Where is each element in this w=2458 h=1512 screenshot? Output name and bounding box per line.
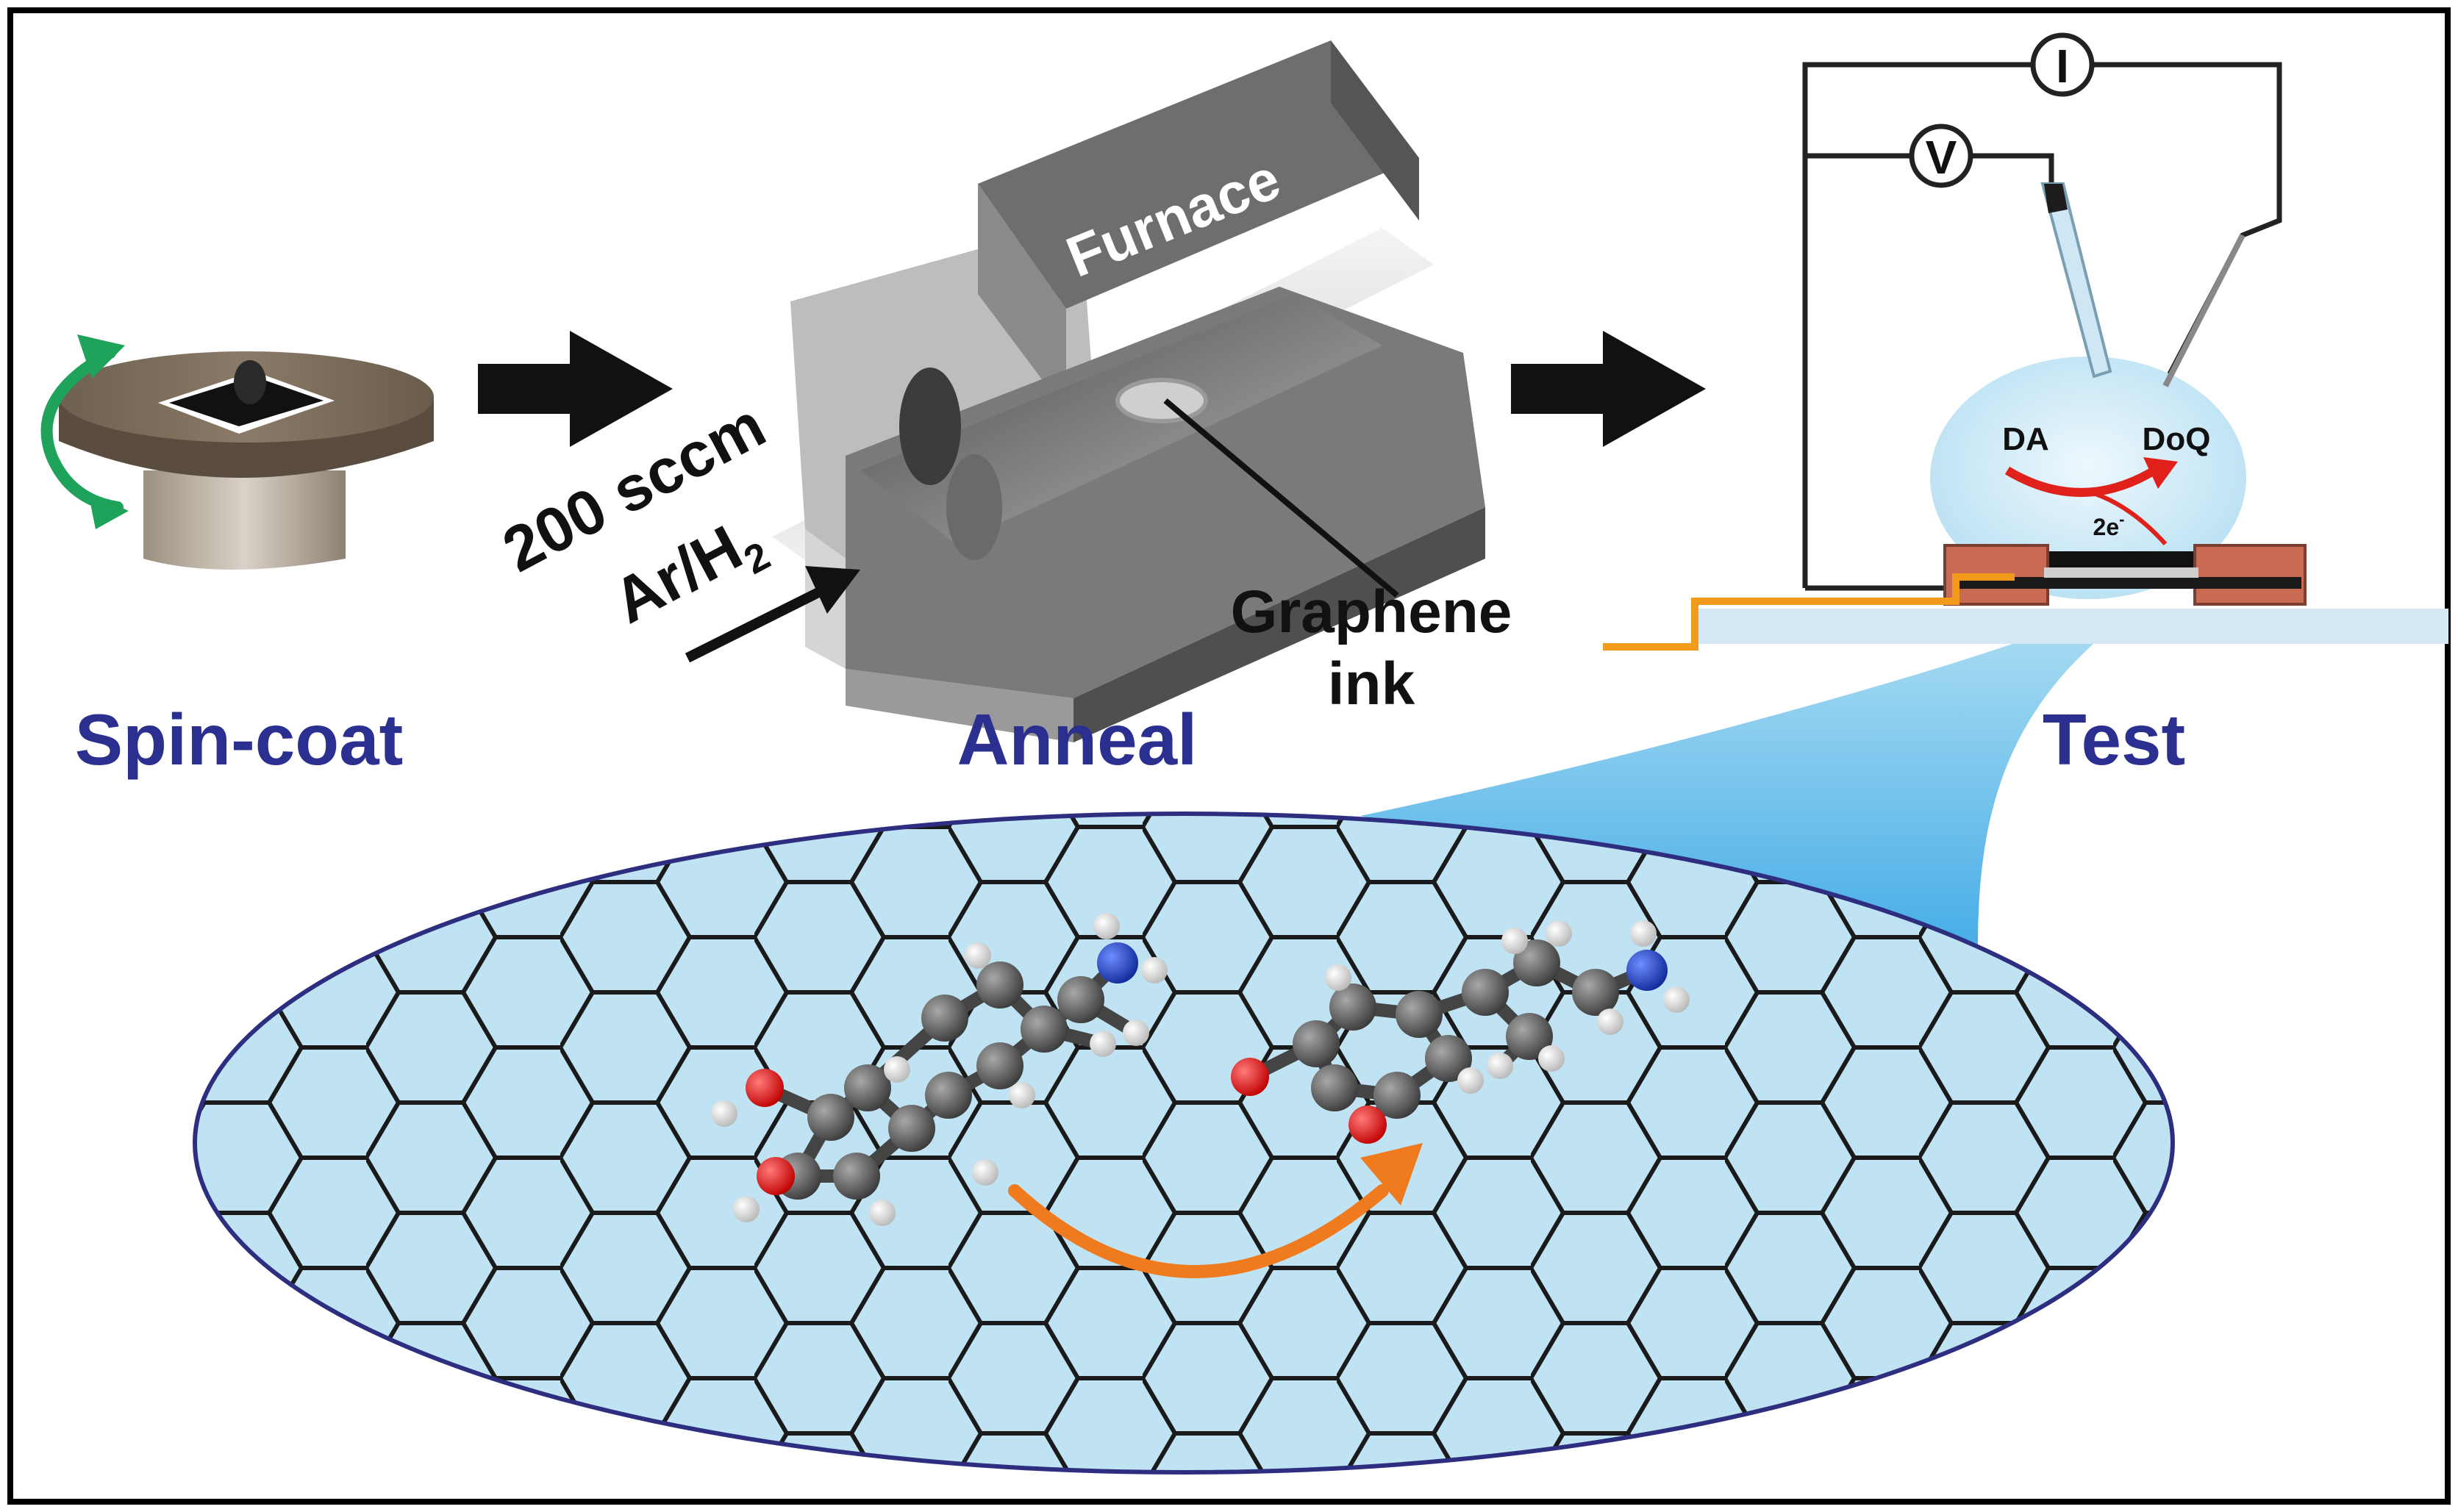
ink-label-line2: ink bbox=[1328, 651, 1415, 717]
reactant-label: DA bbox=[2002, 421, 2049, 457]
current-meter-label: I bbox=[2056, 40, 2069, 93]
gas-inlet-arrow bbox=[685, 566, 860, 663]
tube-furnace bbox=[772, 40, 1485, 742]
dopamine-molecule bbox=[711, 913, 1168, 1226]
electron-label: 2e- bbox=[2093, 510, 2125, 540]
electrolyte-droplet bbox=[1930, 356, 2246, 599]
process-arrow-2 bbox=[1511, 331, 1706, 447]
electron-count: 2e bbox=[2093, 514, 2120, 540]
zoom-beam bbox=[1360, 610, 2136, 948]
redox-arrow-icon bbox=[2004, 457, 2178, 546]
electron-charge: - bbox=[2119, 510, 2124, 529]
step-label-spin-coat: Spin-coat bbox=[75, 699, 403, 780]
step-label-anneal: Anneal bbox=[957, 699, 1198, 780]
dopamine-quinone-molecule bbox=[1231, 920, 1690, 1144]
ink-label-line1: Graphene bbox=[1231, 578, 1512, 645]
voltage-meter-label: V bbox=[1926, 131, 1957, 184]
sensor-trace bbox=[1603, 573, 2015, 651]
spin-coater bbox=[59, 351, 434, 570]
electron-transfer-arrow-icon bbox=[1008, 1143, 1423, 1278]
step-label-test: Test bbox=[2043, 699, 2185, 780]
voltage-meter-icon: V bbox=[1909, 123, 1973, 188]
substrate-strip bbox=[1691, 609, 2448, 644]
rotation-arrow-icon bbox=[40, 334, 129, 529]
graphene-lattice bbox=[193, 811, 2175, 1475]
graphene-ink-spot bbox=[1115, 378, 1208, 423]
counter-electrode-wire bbox=[2162, 234, 2246, 387]
product-label: DoQ bbox=[2143, 421, 2211, 457]
reference-electrode-icon bbox=[2040, 182, 2112, 379]
current-meter-icon: I bbox=[2030, 32, 2095, 97]
process-arrow-1 bbox=[478, 331, 673, 447]
